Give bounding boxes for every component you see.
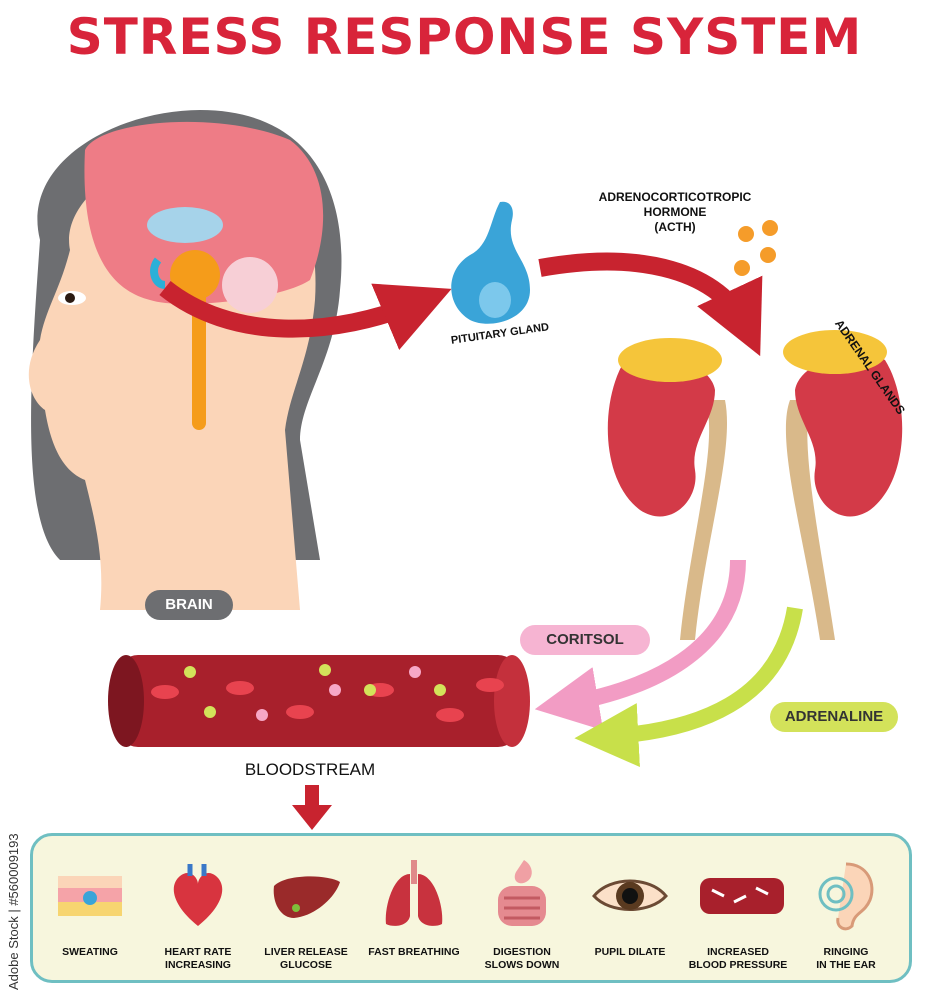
acth-label: ADRENOCORTICOTROPIC HORMONE (ACTH) bbox=[590, 190, 760, 235]
effect-label: PUPIL DILATE bbox=[594, 946, 666, 958]
pituitary-to-adrenal-arrow bbox=[538, 252, 763, 357]
acth-label-line1: ADRENOCORTICOTROPIC bbox=[598, 190, 752, 204]
effect-sweating: SWEATING bbox=[35, 846, 145, 976]
effect-liver: LIVER RELEASE GLUCOSE bbox=[251, 846, 361, 976]
watermark-text: Adobe Stock | #560009193 bbox=[6, 833, 21, 990]
blood-vessel-illustration bbox=[108, 655, 530, 747]
brain-label: BRAIN bbox=[145, 590, 233, 620]
cortisol-label: CORITSOL bbox=[520, 625, 650, 655]
head-illustration bbox=[28, 110, 342, 610]
page-title: STRESS RESPONSE SYSTEM bbox=[66, 8, 863, 66]
brain-to-pituitary-arrow bbox=[159, 280, 452, 350]
pituitary-gland-icon bbox=[451, 201, 530, 324]
kidneys-icon bbox=[607, 330, 903, 640]
down-arrow-head bbox=[292, 805, 332, 830]
lungs-icon bbox=[385, 860, 443, 926]
effect-label: DIGESTION SLOWS DOWN bbox=[484, 946, 560, 971]
cortisol-arrow bbox=[534, 559, 746, 731]
effect-label: FAST BREATHING bbox=[368, 946, 460, 958]
adrenaline-arrow bbox=[574, 606, 803, 768]
effect-heart-rate: HEART RATE INCREASING bbox=[143, 846, 253, 976]
effect-breathing: FAST BREATHING bbox=[359, 846, 469, 976]
blood-vessel-icon bbox=[700, 878, 784, 914]
digestive-icon bbox=[498, 860, 546, 926]
effect-label: SWEATING bbox=[62, 946, 118, 958]
effect-digestion: DIGESTION SLOWS DOWN bbox=[467, 846, 577, 976]
adrenaline-label: ADRENALINE bbox=[770, 702, 898, 732]
ear-icon bbox=[818, 862, 874, 931]
skin-icon bbox=[58, 876, 122, 916]
heart-icon bbox=[173, 864, 223, 926]
effects-panel: SWEATING HEART RATE INCREASING LIVER REL… bbox=[30, 833, 912, 983]
effect-label: LIVER RELEASE GLUCOSE bbox=[264, 946, 348, 971]
effect-ear: RINGING IN THE EAR bbox=[791, 846, 901, 976]
eye-icon bbox=[592, 879, 668, 911]
effect-pupil: PUPIL DILATE bbox=[575, 846, 685, 976]
effect-label: INCREASED BLOOD PRESSURE bbox=[688, 946, 788, 971]
effect-blood-pressure: INCREASED BLOOD PRESSURE bbox=[683, 846, 793, 976]
acth-label-line3: (ACTH) bbox=[654, 220, 696, 234]
acth-label-line2: HORMONE bbox=[643, 205, 707, 219]
liver-icon bbox=[273, 876, 340, 918]
effect-label: HEART RATE INCREASING bbox=[164, 946, 232, 971]
effect-label: RINGING IN THE EAR bbox=[816, 946, 876, 971]
bloodstream-label: BLOODSTREAM bbox=[244, 760, 376, 779]
acth-molecules-icon bbox=[734, 220, 778, 276]
